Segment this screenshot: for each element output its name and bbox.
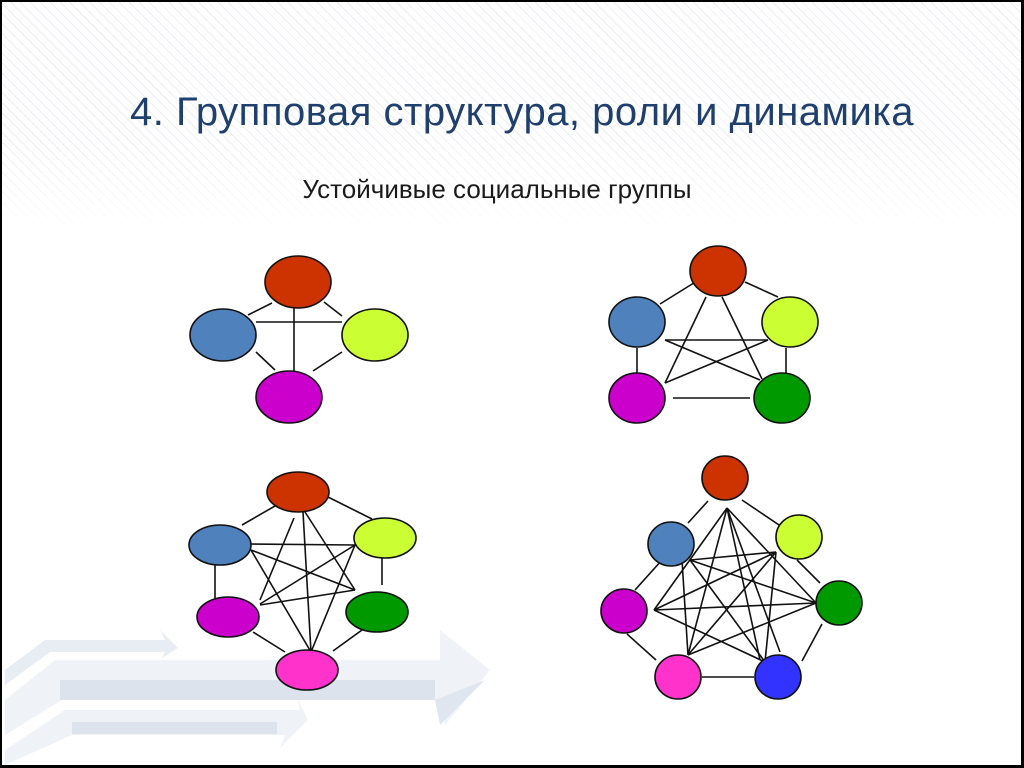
member-magenta xyxy=(196,596,260,638)
member-blue xyxy=(189,308,257,362)
group-of-4-diagram xyxy=(189,255,409,424)
group-of-7-diagram xyxy=(600,455,863,700)
member-magenta xyxy=(255,370,323,424)
member-magenta xyxy=(600,588,648,634)
member-red xyxy=(264,255,332,309)
member-lime xyxy=(761,296,819,348)
member-blue xyxy=(188,524,252,566)
slide-title: 4. Групповая структура, роли и динамика xyxy=(129,90,915,134)
member-magenta xyxy=(608,372,666,424)
member-blue xyxy=(647,521,695,567)
member-lime xyxy=(775,514,823,560)
diagonal-stripe-background xyxy=(2,2,1021,232)
member-lime xyxy=(353,517,417,559)
member-blue xyxy=(608,296,666,348)
member-red xyxy=(701,455,749,501)
member-lime xyxy=(341,308,409,362)
slide-subtitle: Устойчивые социальные группы xyxy=(302,174,692,204)
group-of-5-diagram xyxy=(608,245,819,424)
member-green xyxy=(815,580,863,626)
member-green xyxy=(753,372,811,424)
group-of-6-diagram xyxy=(188,471,417,691)
member-pink xyxy=(654,654,702,700)
member-red xyxy=(689,245,747,297)
member-red xyxy=(266,471,330,513)
member-pink xyxy=(275,649,339,691)
member-darkblue xyxy=(754,654,802,700)
member-green xyxy=(345,591,409,633)
